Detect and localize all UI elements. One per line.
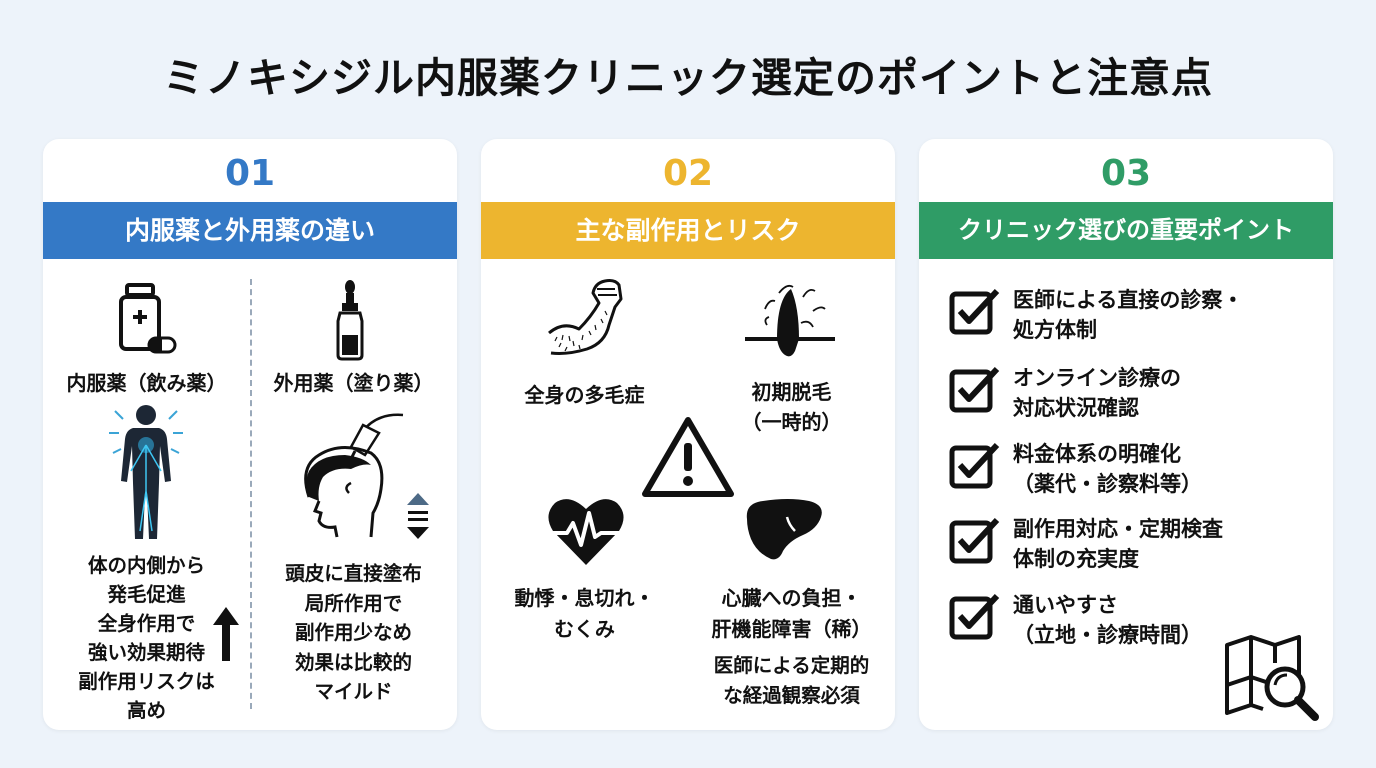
check-line: オンライン診療の: [1013, 366, 1181, 390]
card-side-effects: 02 主な副作用とリスク 全身の多毛症 初期脱毛 （一時的） 動悸・息切れ: [481, 139, 895, 730]
card-number: 02: [662, 153, 714, 194]
card-heading: 内服薬と外用薬の違い: [43, 202, 457, 259]
up-arrow-icon: [213, 607, 239, 661]
liver-icon: [746, 499, 822, 560]
topical-line: マイルド: [314, 680, 393, 703]
shedding-line: （一時的）: [741, 410, 842, 434]
card-heading: クリニック選びの重要ポイント: [919, 202, 1333, 259]
oral-line: 発毛促進: [107, 583, 186, 606]
check-line: 副作用対応・定期検査: [1013, 517, 1223, 541]
palpitation-line: 動悸・息切れ・: [514, 586, 655, 610]
oral-line: 強い効果期待: [87, 641, 205, 664]
topical-line: 効果は比較的: [294, 650, 412, 674]
heart-liver-line: 心臓への負担・: [721, 586, 862, 610]
card-heading: 主な副作用とリスク: [481, 202, 895, 259]
side-effect-hirsutism: 全身の多毛症: [524, 383, 645, 407]
topical-label: 外用薬（塗り薬）: [273, 371, 434, 395]
flexed-arm-icon: [548, 279, 623, 355]
map-search-icon: [1225, 635, 1319, 721]
card-oral-vs-topical: 01 内服薬と外用薬の違い 内服薬（飲み薬） 体の内側から 発毛促進 全身作用で…: [43, 139, 457, 730]
page-title: ミノキシジル内服薬クリニック選定のポイントと注意点: [163, 54, 1213, 102]
monitoring-note: 医師による定期的 な経過観察必須: [688, 651, 895, 711]
warning-icon: [642, 417, 734, 497]
topical-line: 副作用少なめ: [294, 621, 412, 644]
check-line: 体制の充実度: [1013, 547, 1139, 571]
note-line: 医師による定期的: [713, 654, 870, 677]
topical-line: 頭皮に直接塗布: [285, 562, 422, 585]
human-body-icon: [109, 405, 183, 539]
check-line: 通いやすさ: [1013, 593, 1118, 617]
note-line: な経過観察必須: [723, 684, 860, 707]
checkbox-icon: [949, 366, 1000, 413]
topical-line: 局所作用で: [304, 591, 403, 615]
oral-description: 体の内側から 発毛促進 全身作用で 強い効果期待 副作用リスクは 高め: [43, 551, 250, 725]
check-line: 医師による直接の診察・: [1013, 288, 1244, 312]
capsule-icon: [147, 336, 177, 354]
card-clinic-points: 03 クリニック選びの重要ポイント 医師による直接の診察・ 処方体制 オンライン…: [919, 139, 1333, 730]
check-line: 処方体制: [1013, 318, 1097, 342]
dropper-bottle-icon: [336, 280, 364, 361]
check-line: （立地・診療時間）: [1013, 623, 1202, 647]
oral-line: 体の内側から: [87, 554, 205, 577]
oral-line: 全身作用で: [97, 612, 196, 635]
heartbeat-icon: [547, 499, 625, 565]
pill-bottle-icon: [119, 283, 161, 351]
shedding-line: 初期脱毛: [751, 380, 832, 404]
checkbox-icon: [949, 517, 1000, 564]
check-text: 通いやすさ （立地・診療時間）: [1013, 590, 1202, 650]
check-text: 副作用対応・定期検査 体制の充実度: [1013, 514, 1223, 574]
card-number: 03: [1100, 153, 1152, 194]
side-effect-palpitation: 動悸・息切れ・ むくみ: [481, 583, 688, 645]
topical-description: 頭皮に直接塗布 局所作用で 副作用少なめ 効果は比較的 マイルド: [250, 559, 457, 707]
side-effect-shedding: 初期脱毛 （一時的）: [688, 377, 895, 437]
head-dropper-icon: [304, 413, 404, 538]
check-line: （薬代・診察料等）: [1013, 472, 1202, 496]
card-number: 01: [224, 153, 276, 194]
check-line: 料金体系の明確化: [1013, 442, 1181, 466]
checkbox-icon: [949, 288, 1000, 335]
check-text: オンライン診療の 対応状況確認: [1013, 363, 1181, 423]
heart-liver-line: 肝機能障害（稀）: [711, 617, 872, 641]
check-text: 医師による直接の診察・ 処方体制: [1013, 285, 1243, 345]
oral-line: 高め: [126, 699, 166, 722]
oral-label: 内服薬（飲み薬）: [66, 371, 227, 395]
oral-line: 副作用リスクは: [78, 670, 215, 693]
side-effect-heart-liver: 心臓への負担・ 肝機能障害（稀）: [688, 583, 895, 645]
up-down-arrows-icon: [407, 493, 429, 539]
checkbox-icon: [949, 593, 1000, 640]
hair-follicle-icon: [745, 284, 835, 357]
palpitation-line: むくみ: [554, 617, 615, 641]
check-text: 料金体系の明確化 （薬代・診察料等）: [1013, 439, 1202, 499]
check-line: 対応状況確認: [1013, 396, 1139, 420]
checkbox-icon: [949, 442, 1000, 489]
divider: [250, 279, 252, 709]
